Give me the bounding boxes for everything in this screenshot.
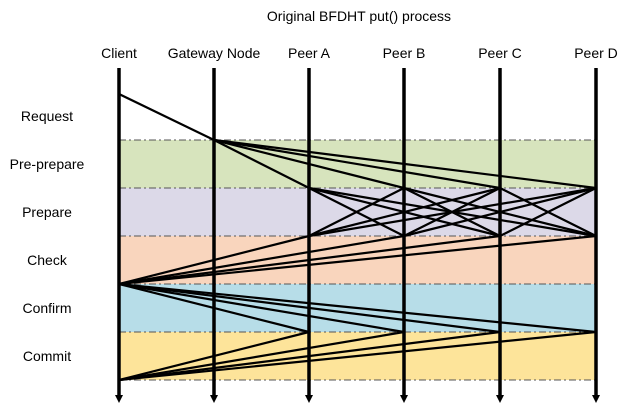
lifeline-arrowhead-peer-b [400,395,408,403]
lifeline-arrowhead-peer-a [305,395,313,403]
message-commit-peer-d-to-client [117,330,598,382]
message-check-peer-b-to-client [117,234,406,286]
message-prepare-peer-d-to-peer-c [498,186,598,238]
message-pre-prepare-gateway-to-peer-c [212,138,502,190]
node-label-peer-b: Peer B [383,45,426,61]
node-label-peer-a: Peer A [288,45,331,61]
node-labels: Client Gateway Node Peer A Peer B Peer C Peer… [101,45,618,61]
lifeline-arrowhead-peer-d [592,395,600,403]
phase-label-check: Check [27,252,68,268]
phase-labels: RequestPre-preparePrepareCheckConfirmCom… [10,108,85,364]
lifeline-arrowhead-client [115,395,123,403]
message-prepare-peer-d-to-peer-a [307,186,598,238]
node-label-client: Client [101,45,137,61]
message-lines [117,92,598,382]
lifeline-arrowhead-peer-c [496,395,504,403]
message-request-client-to-gateway [117,92,216,142]
node-label-peer-c: Peer C [478,45,522,61]
message-confirm-client-to-peer-d [117,282,598,334]
phase-label-request: Request [21,108,73,124]
node-label-peer-d: Peer D [574,45,618,61]
message-confirm-client-to-peer-b [117,282,406,334]
phase-label-confirm: Confirm [22,300,71,316]
phase-label-prepare: Prepare [22,204,72,220]
lifeline-arrowhead-gateway [210,395,218,403]
node-label-gateway: Gateway Node [168,45,261,61]
phase-label-pre-prepare: Pre-prepare [10,156,85,172]
message-check-peer-d-to-client [117,234,598,286]
message-commit-peer-b-to-client [117,330,406,382]
phase-label-commit: Commit [23,348,71,364]
message-pre-prepare-gateway-to-peer-a [212,138,311,190]
lifelines [115,68,600,403]
diagram-title: Original BFDHT put() process [267,8,451,24]
message-prepare-peer-b-to-peer-a [307,186,406,238]
